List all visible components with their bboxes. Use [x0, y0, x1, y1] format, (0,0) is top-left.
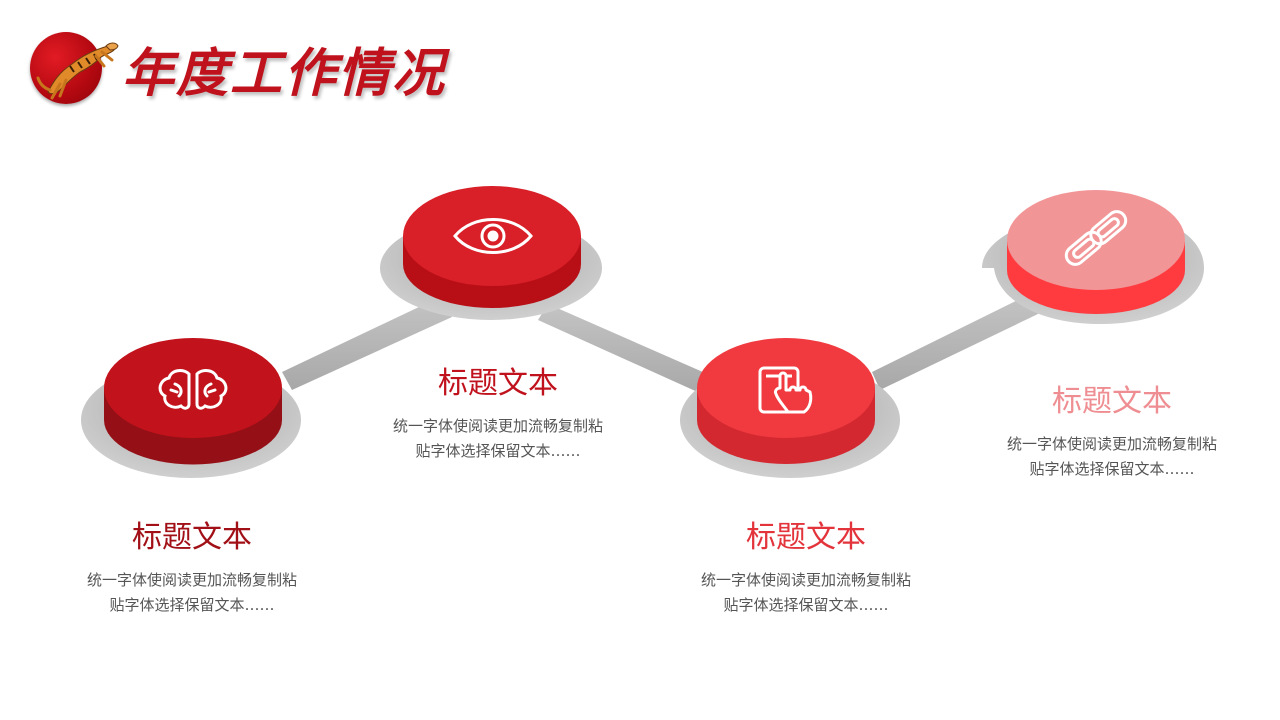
- step-description-line: 统一字体使阅读更加流畅复制粘: [700, 571, 911, 589]
- step-description-line: 贴字体选择保留文本……: [109, 596, 275, 614]
- step-text-1: 标题文本 统一字体使阅读更加流畅复制粘 贴字体选择保留文本……: [62, 518, 322, 618]
- node-1-top: [104, 338, 282, 438]
- page-header: 年度工作情况: [30, 32, 446, 104]
- step-node-1: [81, 338, 301, 478]
- page-title: 年度工作情况: [122, 43, 447, 104]
- step-description-line: 贴字体选择保留文本……: [415, 442, 581, 460]
- chain-link-icon: [1064, 210, 1128, 266]
- step-text-2: 标题文本 统一字体使阅读更加流畅复制粘 贴字体选择保留文本……: [368, 364, 628, 464]
- node-4-top: [1007, 190, 1185, 290]
- step-node-4: [982, 190, 1204, 324]
- logo-badge: [30, 32, 119, 104]
- step-description-line: 统一字体使阅读更加流畅复制粘: [392, 417, 603, 435]
- eye-icon: [453, 218, 533, 254]
- step-node-3: [680, 338, 900, 478]
- connector-3-4: [872, 294, 1040, 390]
- step-title: 标题文本: [746, 520, 866, 555]
- step-description-line: 统一字体使阅读更加流畅复制粘: [86, 571, 297, 589]
- step-text-3: 标题文本 统一字体使阅读更加流畅复制粘 贴字体选择保留文本……: [676, 518, 936, 618]
- tiger-icon: [36, 42, 119, 100]
- connector-lines: [282, 294, 1040, 394]
- brain-icon: [158, 369, 228, 410]
- step-title: 标题文本: [1052, 384, 1172, 419]
- connector-1-2: [282, 297, 452, 390]
- tablet-touch-icon: [758, 366, 813, 414]
- step-node-2: [380, 186, 602, 320]
- step-description: 统一字体使阅读更加流畅复制粘 贴字体选择保留文本……: [368, 414, 628, 464]
- step-title: 标题文本: [438, 366, 558, 401]
- step-description-line: 贴字体选择保留文本……: [1029, 460, 1195, 478]
- step-title: 标题文本: [132, 520, 252, 555]
- step-description-line: 贴字体选择保留文本……: [723, 596, 889, 614]
- step-description: 统一字体使阅读更加流畅复制粘 贴字体选择保留文本……: [982, 432, 1242, 482]
- step-description: 统一字体使阅读更加流畅复制粘 贴字体选择保留文本……: [676, 568, 936, 618]
- connector-2-3: [538, 304, 712, 394]
- step-description: 统一字体使阅读更加流畅复制粘 贴字体选择保留文本……: [62, 568, 322, 618]
- step-text-4: 标题文本 统一字体使阅读更加流畅复制粘 贴字体选择保留文本……: [982, 382, 1242, 482]
- step-description-line: 统一字体使阅读更加流畅复制粘: [1006, 435, 1217, 453]
